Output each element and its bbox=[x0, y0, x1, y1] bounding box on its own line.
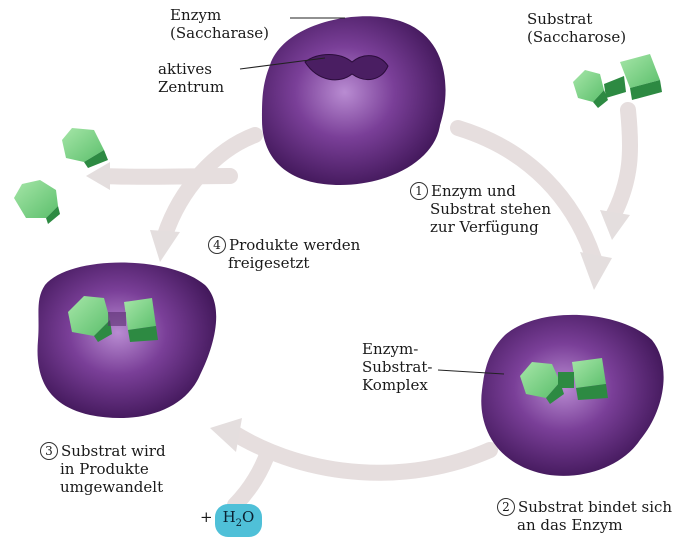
arrow-water-in bbox=[235, 452, 268, 505]
label-aktives-zentrum: aktives Zentrum bbox=[158, 60, 224, 96]
water-o: O bbox=[242, 508, 254, 526]
arrowhead-left-bottom bbox=[210, 418, 242, 452]
label-substrat-line1: Substrat bbox=[527, 10, 626, 28]
arrow-top-left bbox=[165, 135, 255, 235]
product-fructose bbox=[62, 128, 108, 168]
water-pill: H2O bbox=[215, 504, 263, 537]
step-3-line1: Substrat wird bbox=[61, 442, 166, 460]
step-1-line1: Enzym und bbox=[431, 182, 516, 200]
label-komplex-line1: Enzym- bbox=[362, 340, 432, 358]
arrow-substrate-entry bbox=[612, 110, 630, 218]
enzyme-blob-left bbox=[38, 263, 217, 419]
step-3-line3: umgewandelt bbox=[40, 478, 166, 496]
water-label: +H2O bbox=[200, 504, 262, 530]
label-komplex: Enzym- Substrat- Komplex bbox=[362, 340, 432, 394]
arrowhead-to-substrate-complex bbox=[600, 210, 630, 240]
step-4-number: 4 bbox=[208, 236, 226, 254]
water-plus: + bbox=[200, 508, 213, 526]
label-aktives-line1: aktives bbox=[158, 60, 224, 78]
step-3-number: 3 bbox=[40, 442, 58, 460]
step-3-line2: in Produkte bbox=[40, 460, 166, 478]
label-komplex-line3: Komplex bbox=[362, 376, 432, 394]
arrowhead-up-left bbox=[150, 230, 180, 262]
label-substrat-line2: (Saccharose) bbox=[527, 28, 626, 46]
label-enzym: Enzym (Saccharase) bbox=[170, 6, 269, 42]
step-4-line1: Produkte werden bbox=[229, 236, 360, 254]
product-glucose bbox=[14, 180, 60, 224]
step-1-line2: Substrat stehen bbox=[410, 200, 551, 218]
label-enzym-line2: (Saccharase) bbox=[170, 24, 269, 42]
label-komplex-line2: Substrat- bbox=[362, 358, 432, 376]
enzyme-blob-top bbox=[262, 16, 446, 185]
label-aktives-line2: Zentrum bbox=[158, 78, 224, 96]
enzyme-blob-right bbox=[481, 315, 663, 476]
water-h: H bbox=[223, 508, 236, 526]
step-2-line1: Substrat bindet sich bbox=[518, 498, 672, 516]
label-enzym-line1: Enzym bbox=[170, 6, 269, 24]
label-substrat: Substrat (Saccharose) bbox=[527, 10, 626, 46]
step-4-line2: freigesetzt bbox=[208, 254, 360, 272]
step-2-line2: an das Enzym bbox=[497, 516, 672, 534]
arrow-product-release bbox=[102, 176, 230, 177]
step-1-number: 1 bbox=[410, 182, 428, 200]
substrate-molecule-top bbox=[573, 54, 662, 108]
step-1-line3: zur Verfügung bbox=[410, 218, 551, 236]
arrowhead-down-right bbox=[580, 252, 612, 290]
step-2-number: 2 bbox=[497, 498, 515, 516]
